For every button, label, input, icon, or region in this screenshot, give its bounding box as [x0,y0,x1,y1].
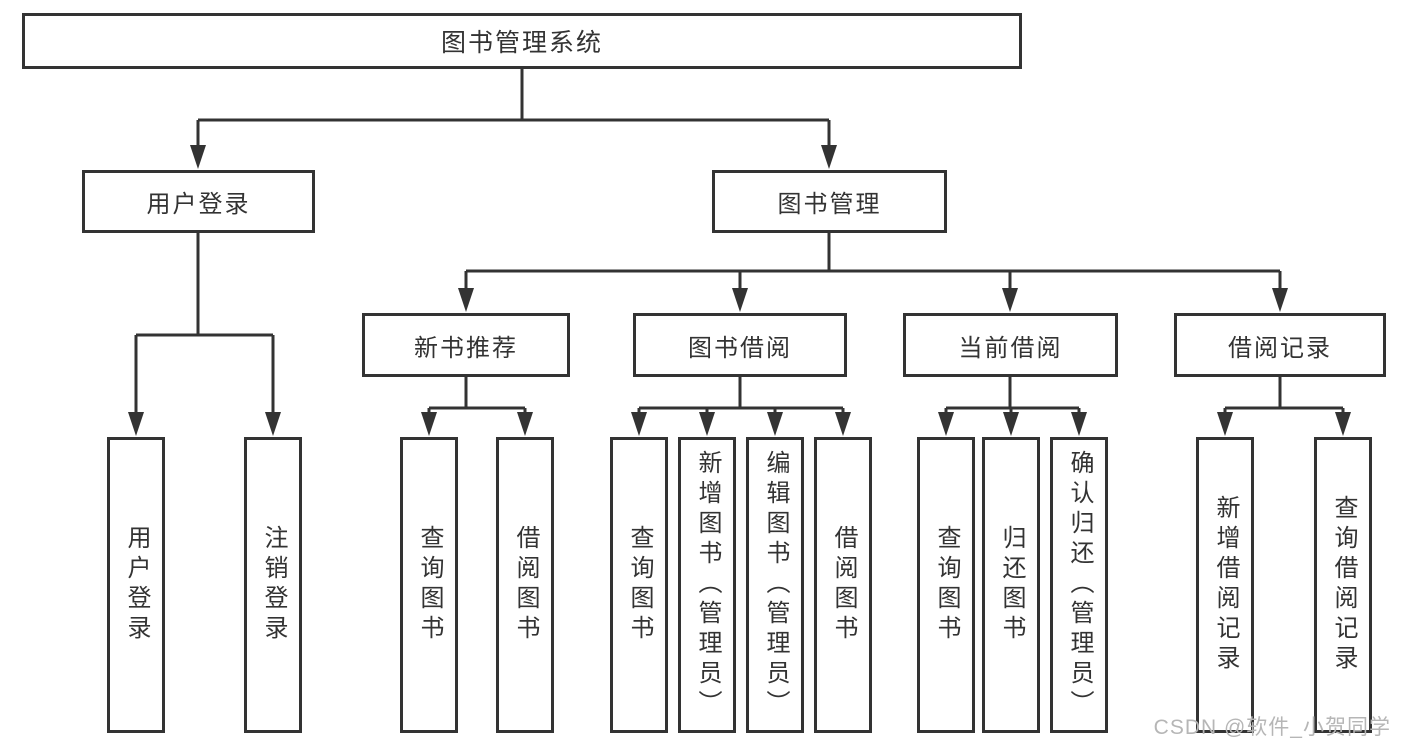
leaf-query-borrow-record: 查询借阅记录 [1314,437,1372,733]
leaf-label: 新增图书（管理员） [694,450,721,720]
node-new-book-recommend: 新书推荐 [362,313,570,377]
connector-new-books [427,377,527,414]
leaf-label: 归还图书 [998,525,1025,645]
leaf-label: 新增借阅记录 [1212,495,1239,675]
leaf-query-books-recommend: 查询图书 [400,437,458,733]
node-book-borrowing: 图书借阅 [633,313,847,377]
node-label: 当前借阅 [958,334,1063,362]
leaf-label: 查询图书 [416,525,443,645]
arrowheads [128,145,1351,436]
node-user-login-module: 用户登录 [82,170,315,233]
node-borrowing-records: 借阅记录 [1174,313,1386,377]
node-root-label: 图书管理系统 [440,29,603,57]
leaf-add-books-admin: 新增图书（管理员） [678,437,736,733]
leaf-query-books-current: 查询图书 [917,437,975,733]
leaf-label: 注销登录 [260,525,287,645]
leaf-label: 借阅图书 [512,525,539,645]
node-label: 借阅记录 [1228,334,1332,362]
leaf-label: 借阅图书 [830,525,857,645]
leaf-label: 查询图书 [626,525,653,645]
connector-current [944,377,1081,414]
node-book-management-module: 图书管理 [712,170,947,233]
leaf-user-login: 用户登录 [107,437,165,733]
csdn-watermark: CSDN @软件_小贺同学 [1153,716,1391,739]
connector-borrowing [637,377,845,414]
leaf-label: 确认归还（管理员） [1066,450,1093,720]
leaf-label: 编辑图书（管理员） [762,450,789,720]
connector-book-mgmt [464,233,1282,290]
leaf-label: 查询借阅记录 [1330,495,1357,675]
leaf-borrow-books-recommend: 借阅图书 [496,437,554,733]
node-label: 图书管理 [777,191,882,218]
leaf-add-borrow-record: 新增借阅记录 [1196,437,1254,733]
node-label: 图书借阅 [688,334,792,362]
connector-user-login [134,233,275,414]
node-label: 新书推荐 [414,334,518,362]
leaf-return-books: 归还图书 [982,437,1040,733]
node-label: 用户登录 [146,191,251,218]
leaf-query-books-borrowing: 查询图书 [610,437,668,733]
node-root-system: 图书管理系统 [22,13,1022,69]
connector-records [1223,377,1345,414]
leaf-confirm-return-admin: 确认归还（管理员） [1050,437,1108,733]
connector-root [196,69,831,150]
leaf-logout: 注销登录 [244,437,302,733]
leaf-borrow-books: 借阅图书 [814,437,872,733]
leaf-label: 查询图书 [933,525,960,645]
leaf-label: 用户登录 [123,525,150,645]
leaf-edit-books-admin: 编辑图书（管理员） [746,437,804,733]
node-current-borrowing: 当前借阅 [903,313,1118,377]
